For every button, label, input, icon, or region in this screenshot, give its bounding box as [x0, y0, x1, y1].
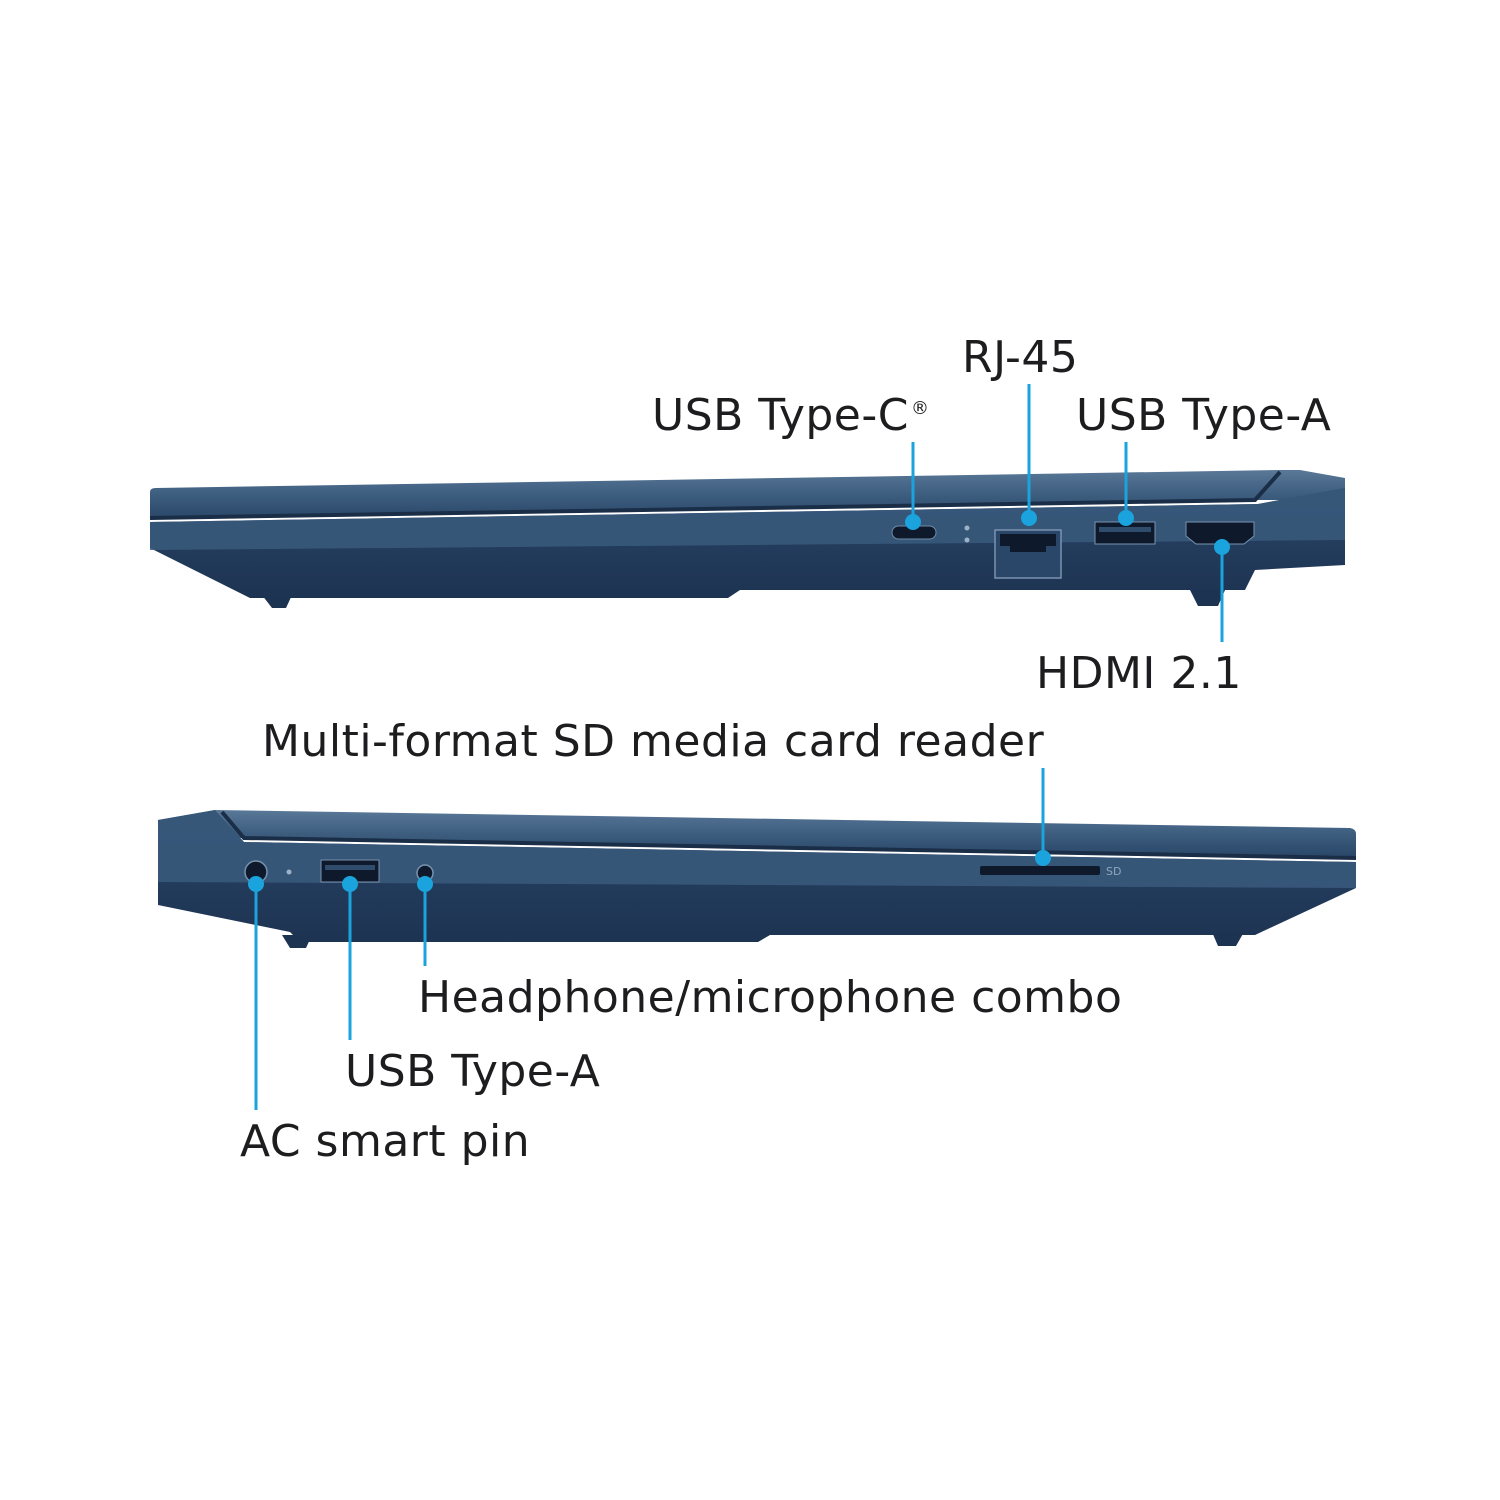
label-headphone: Headphone/microphone combo — [418, 972, 1123, 1023]
laptop-foot — [282, 935, 312, 948]
label-ac-pin: AC smart pin — [240, 1116, 531, 1167]
label-usb-c: USB Type-C® — [652, 394, 929, 438]
sd-card-slot — [980, 866, 1100, 875]
callout-dot-hdmi — [1214, 539, 1230, 555]
label-usb-a-left: USB Type-A — [345, 1046, 601, 1097]
laptop-foot — [1190, 590, 1225, 606]
indicator-light — [964, 525, 970, 531]
callout-dot-ac — [248, 876, 264, 892]
callout-dots-right — [905, 510, 1230, 555]
callout-lines-right — [911, 384, 1224, 642]
hdmi-port — [1185, 521, 1255, 545]
sd-slot-mark: SD — [1106, 865, 1122, 878]
callout-dots-left — [248, 850, 1051, 892]
callout-dot-rj45 — [1021, 510, 1037, 526]
callout-dot-sd — [1035, 850, 1051, 866]
label-rj45: RJ-45 — [962, 332, 1079, 383]
rj45-port — [1000, 534, 1056, 552]
laptop-right-side — [149, 384, 1345, 642]
usb-a-tongue — [1099, 527, 1151, 532]
label-usb-a-right: USB Type-A — [1076, 390, 1332, 441]
laptop-lid — [215, 810, 1356, 856]
laptop-foot — [262, 595, 292, 608]
callout-lines-left — [254, 768, 1045, 1110]
usb-a-tongue — [325, 865, 375, 870]
laptop-left-side — [158, 768, 1357, 1110]
callout-dot-usb-a — [1118, 510, 1134, 526]
label-hdmi: HDMI 2.1 — [1036, 648, 1242, 699]
laptop-lid — [150, 470, 1345, 518]
callout-dot-usb-a — [342, 876, 358, 892]
callout-dot-usb-c — [905, 514, 921, 530]
lid-seam — [220, 810, 1357, 860]
label-usb-c-text: USB Type-C — [652, 390, 909, 441]
label-sd-reader: Multi-format SD media card reader — [262, 716, 1045, 767]
indicator-light — [964, 537, 970, 543]
lid-seam — [149, 470, 1282, 520]
laptop-foot — [1212, 932, 1244, 946]
registered-mark: ® — [910, 398, 930, 420]
charge-indicator — [286, 869, 292, 875]
callout-dot-headphone — [417, 876, 433, 892]
